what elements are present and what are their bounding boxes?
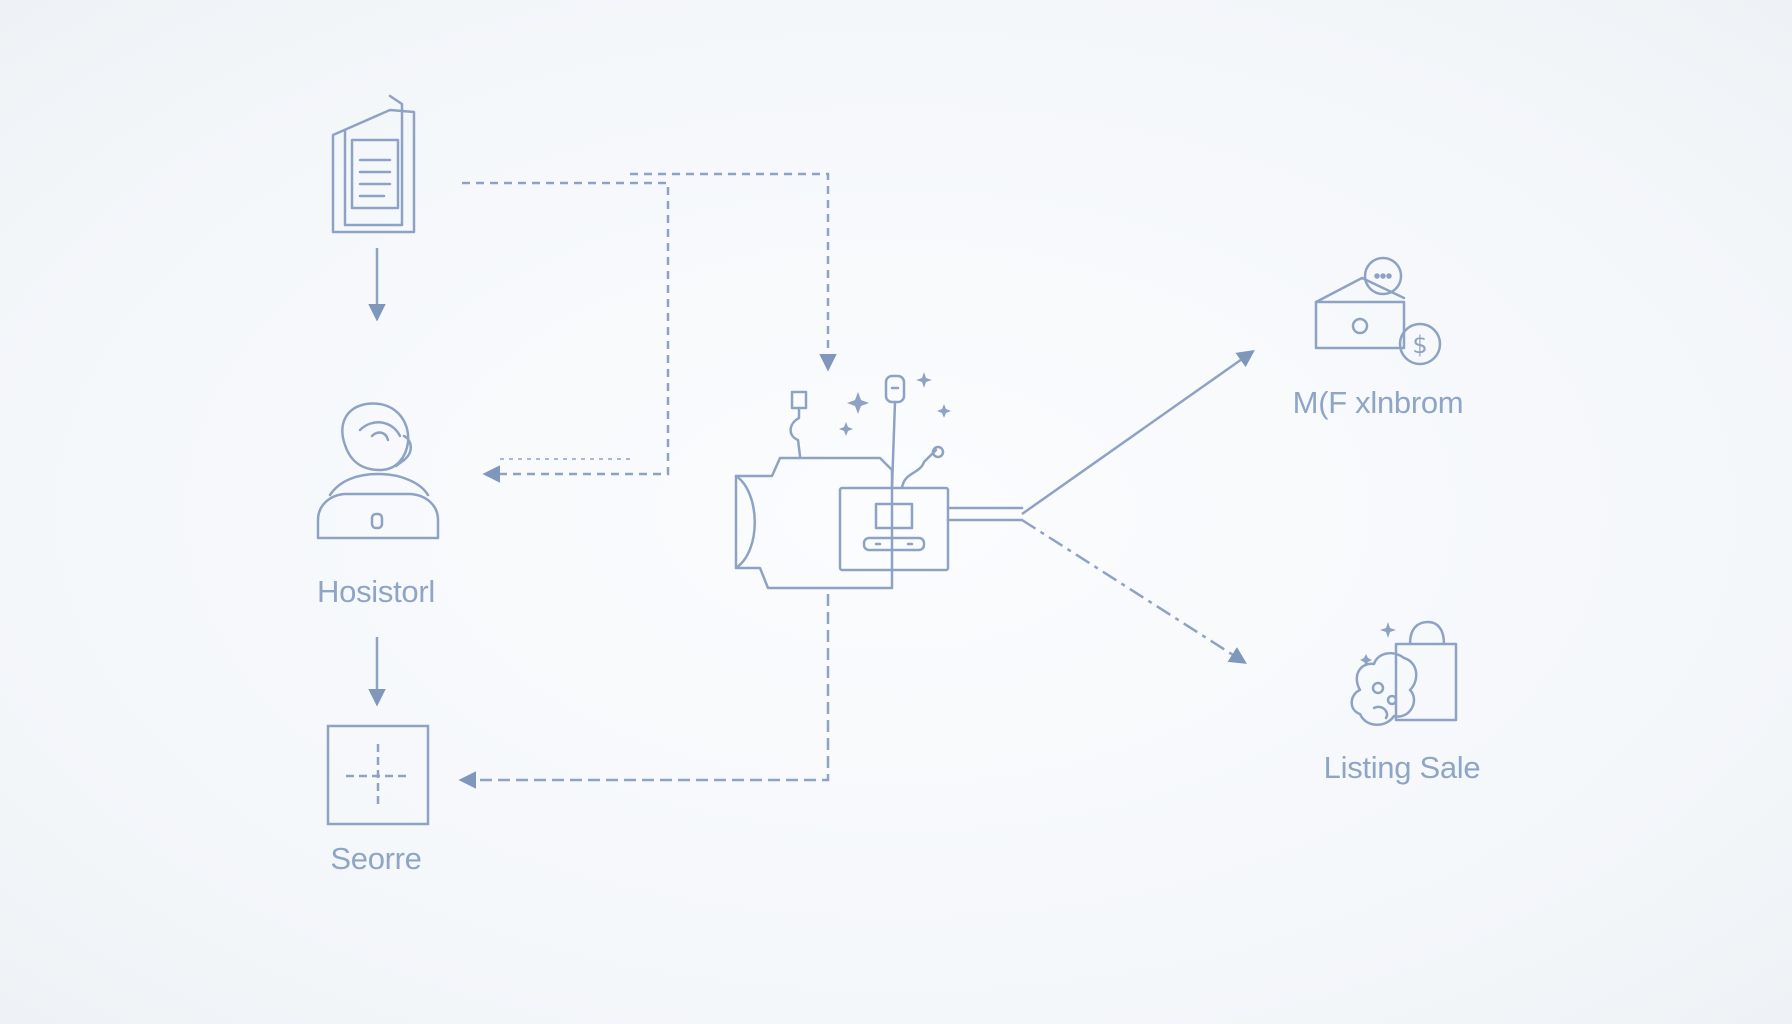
marketplace-label: M(F xlnbrom bbox=[1292, 385, 1464, 420]
sale-label: Listing Sale bbox=[1323, 750, 1481, 785]
edge-document-historian-dashed bbox=[462, 181, 670, 483]
historian-label: Hosistorl bbox=[317, 574, 435, 609]
edge-processor-store bbox=[458, 594, 830, 789]
device-machine-icon bbox=[734, 374, 1024, 590]
document-icon bbox=[331, 94, 416, 234]
person-headset-icon bbox=[316, 402, 440, 540]
edge-processor-sale bbox=[1021, 518, 1247, 664]
store-label: Seorre bbox=[330, 841, 422, 876]
dollar-glyph: $ bbox=[1412, 331, 1427, 359]
sparkle-icons bbox=[839, 372, 951, 436]
crosshair-box-icon bbox=[326, 724, 430, 826]
sale-sparkle-icons bbox=[1360, 622, 1396, 666]
shopping-bag-icon bbox=[1350, 620, 1458, 726]
edge-processor-marketplace bbox=[1021, 349, 1255, 516]
wallet-dollar-icon bbox=[1314, 256, 1442, 366]
edge-document-processor bbox=[630, 172, 837, 372]
